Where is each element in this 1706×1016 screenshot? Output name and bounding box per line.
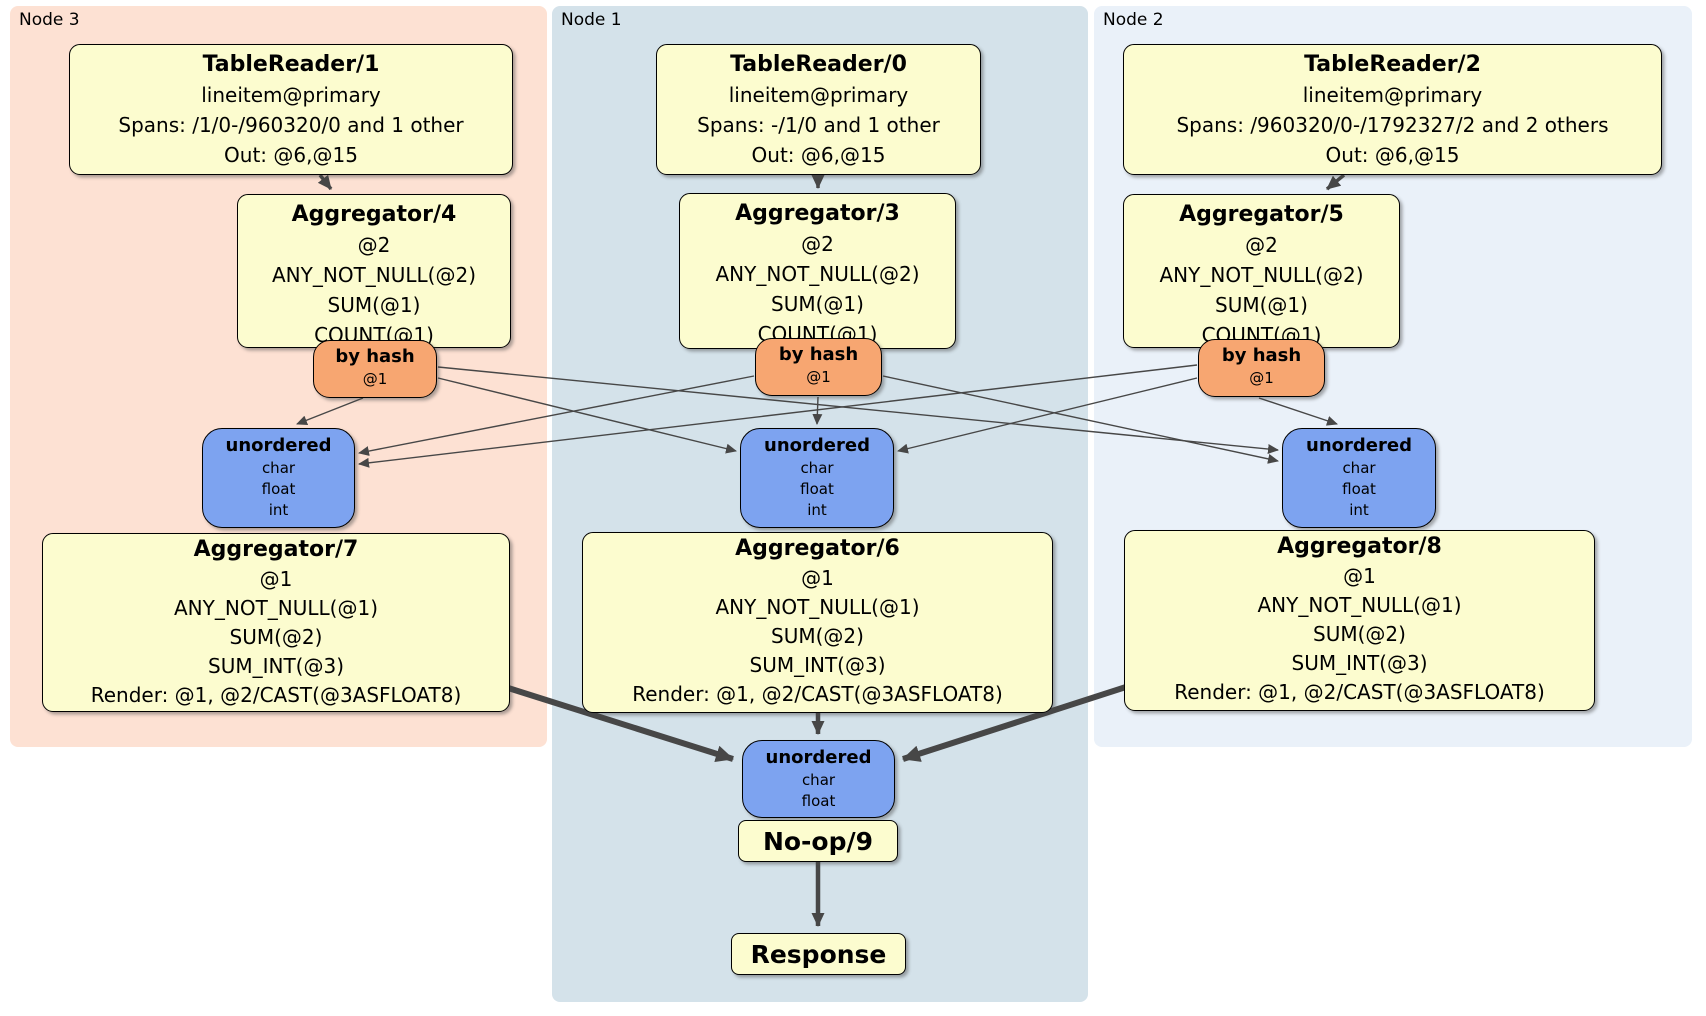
node1-label: Node 1	[561, 10, 622, 30]
box-line: Out: @6,@15	[224, 143, 358, 167]
router-title: by hash	[335, 346, 415, 367]
router-title: by hash	[1221, 345, 1302, 366]
router-detail: @1	[1249, 369, 1274, 387]
tablereader-0-box: TableReader/0 lineitem@primary Spans: -/…	[656, 44, 981, 175]
sync-title: unordered	[225, 435, 332, 456]
box-line: ANY_NOT_NULL(@2)	[1159, 263, 1364, 287]
hash-router-node1: by hash @1	[755, 338, 882, 396]
sync-title: unordered	[765, 747, 872, 768]
box-line: Spans: /960320/0-/1792327/2 and 2 others	[1176, 113, 1609, 137]
box-line: @2	[801, 232, 834, 256]
box-line: Render: @1, @2/CAST(@3ASFLOAT8)	[632, 682, 1003, 706]
router-title: by hash	[778, 344, 859, 365]
aggregator-4-box: Aggregator/4 @2 ANY_NOT_NULL(@2) SUM(@1)…	[237, 194, 511, 348]
response-box: Response	[731, 933, 906, 975]
box-title: Aggregator/3	[735, 201, 900, 226]
box-line: SUM(@2)	[771, 624, 864, 648]
box-title: Aggregator/8	[1277, 534, 1442, 559]
unordered-sync-node2: unordered char float int	[1282, 428, 1436, 528]
box-title: Aggregator/5	[1179, 202, 1344, 227]
sync-line: float	[1342, 480, 1376, 498]
box-line: SUM(@2)	[229, 625, 323, 649]
aggregator-3-box: Aggregator/3 @2 ANY_NOT_NULL(@2) SUM(@1)…	[679, 193, 956, 349]
sync-line: char	[801, 771, 836, 789]
box-line: ANY_NOT_NULL(@2)	[715, 262, 920, 286]
box-line: Out: @6,@15	[1325, 143, 1460, 167]
sync-line: int	[268, 501, 289, 519]
sync-line: float	[801, 792, 836, 810]
box-line: lineitem@primary	[1302, 83, 1483, 107]
unordered-sync-node1: unordered char float int	[740, 428, 894, 528]
box-line: @1	[259, 567, 293, 591]
box-line: @2	[1245, 233, 1278, 257]
node3-label: Node 3	[19, 10, 80, 30]
box-line: SUM(@1)	[327, 293, 421, 317]
box-line: Render: @1, @2/CAST(@3ASFLOAT8)	[1174, 680, 1545, 704]
hash-router-node2: by hash @1	[1198, 339, 1325, 397]
box-title: No-op/9	[762, 826, 874, 856]
box-line: @1	[801, 566, 834, 590]
box-title: TableReader/2	[1304, 52, 1481, 77]
box-line: SUM(@1)	[1215, 293, 1308, 317]
box-line: ANY_NOT_NULL(@1)	[174, 596, 378, 620]
sync-line: char	[1342, 459, 1376, 477]
box-line: ANY_NOT_NULL(@1)	[715, 595, 920, 619]
box-title: Aggregator/6	[735, 536, 900, 561]
box-line: lineitem@primary	[201, 83, 381, 107]
aggregator-7-box: Aggregator/7 @1 ANY_NOT_NULL(@1) SUM(@2)…	[42, 533, 510, 712]
box-title: TableReader/0	[730, 52, 907, 77]
box-line: SUM_INT(@3)	[749, 653, 886, 677]
box-line: Spans: /1/0-/960320/0 and 1 other	[118, 113, 464, 137]
unordered-sync-node3: unordered char float int	[202, 428, 355, 528]
unordered-sync-final: unordered char float	[742, 740, 895, 818]
box-line: SUM_INT(@3)	[208, 654, 344, 678]
box-line: Spans: -/1/0 and 1 other	[697, 113, 940, 137]
sync-title: unordered	[1306, 435, 1412, 456]
noop-box: No-op/9	[738, 820, 898, 862]
box-line: ANY_NOT_NULL(@1)	[1257, 593, 1462, 617]
box-title: Aggregator/7	[193, 537, 359, 562]
sync-line: float	[800, 480, 834, 498]
sync-line: int	[1349, 501, 1369, 519]
tablereader-2-box: TableReader/2 lineitem@primary Spans: /9…	[1123, 44, 1662, 175]
box-line: ANY_NOT_NULL(@2)	[272, 263, 476, 287]
router-detail: @1	[362, 370, 388, 388]
box-title: Aggregator/4	[291, 202, 457, 227]
aggregator-6-box: Aggregator/6 @1 ANY_NOT_NULL(@1) SUM(@2)…	[582, 532, 1053, 713]
node2-label: Node 2	[1103, 10, 1164, 30]
sync-title: unordered	[764, 435, 870, 456]
box-line: @1	[1343, 564, 1376, 588]
box-line: Out: @6,@15	[751, 143, 886, 167]
tablereader-1-box: TableReader/1 lineitem@primary Spans: /1…	[69, 44, 513, 175]
aggregator-5-box: Aggregator/5 @2 ANY_NOT_NULL(@2) SUM(@1)…	[1123, 194, 1400, 348]
box-line: SUM_INT(@3)	[1291, 651, 1428, 675]
sync-line: int	[807, 501, 827, 519]
hash-router-node3: by hash @1	[313, 340, 437, 398]
box-line: Render: @1, @2/CAST(@3ASFLOAT8)	[90, 683, 462, 707]
box-line: lineitem@primary	[728, 83, 909, 107]
box-title: TableReader/1	[202, 52, 380, 77]
box-line: SUM(@1)	[771, 292, 864, 316]
sync-line: float	[261, 480, 296, 498]
sync-line: char	[261, 459, 296, 477]
router-detail: @1	[806, 368, 831, 386]
sync-line: char	[800, 459, 834, 477]
box-title: Response	[750, 939, 887, 969]
box-line: SUM(@2)	[1313, 622, 1406, 646]
box-line: @2	[357, 233, 391, 257]
aggregator-8-box: Aggregator/8 @1 ANY_NOT_NULL(@1) SUM(@2)…	[1124, 530, 1595, 711]
